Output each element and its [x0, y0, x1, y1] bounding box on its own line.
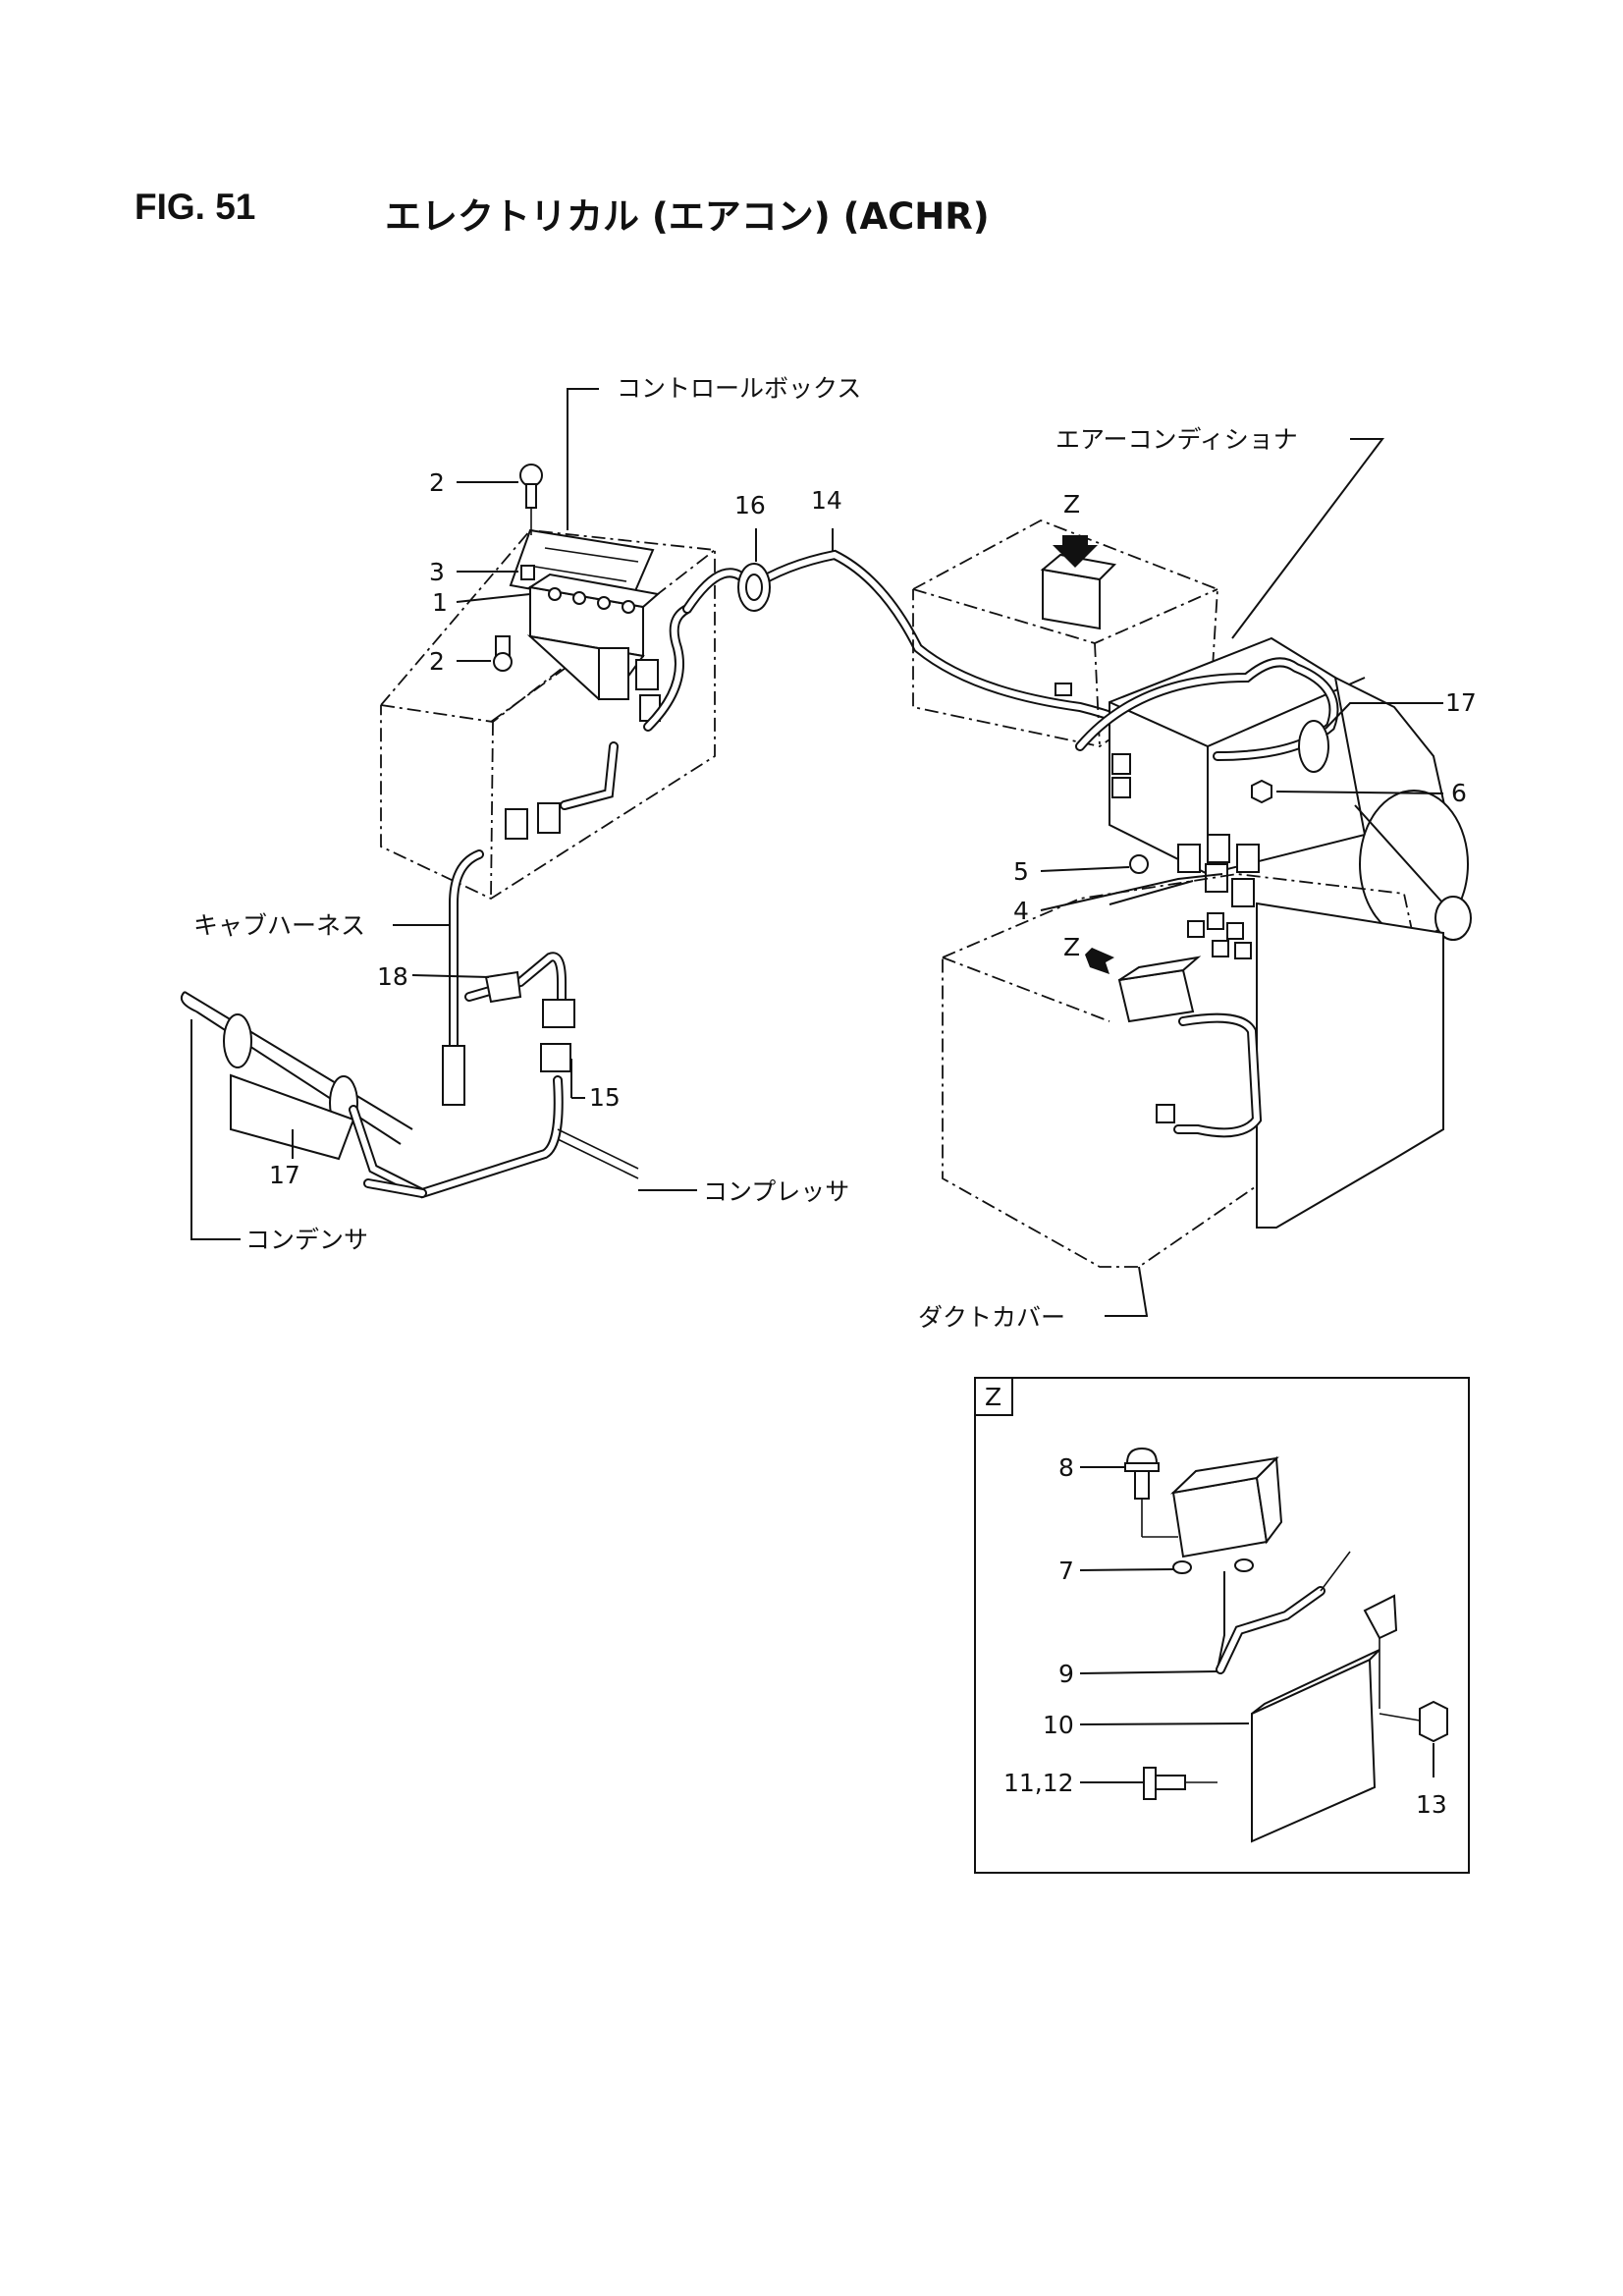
- cab-harness: [442, 849, 575, 1106]
- leader-lines: [292, 388, 1444, 1317]
- part-number-8: 8: [1058, 1453, 1074, 1482]
- part-number-11-12: 11,12: [1003, 1769, 1074, 1797]
- control-box-assembly: [380, 464, 716, 901]
- detail-view-label: Z: [985, 1383, 1001, 1411]
- view-marker-z-mid: Z: [1063, 933, 1080, 961]
- label-duct-cover: ダクトカバー: [918, 1303, 1065, 1332]
- part-number-16: 16: [734, 491, 766, 519]
- part-number-2-top: 2: [429, 468, 445, 497]
- part-number-5: 5: [1013, 857, 1029, 886]
- figure-number: FIG. 51: [135, 187, 256, 227]
- part-number-6: 6: [1451, 779, 1467, 807]
- part-number-17-left: 17: [269, 1161, 300, 1189]
- part-number-15: 15: [589, 1083, 621, 1112]
- part-number-2-bottom: 2: [429, 647, 445, 676]
- part-number-17-right: 17: [1445, 688, 1477, 717]
- view-marker-z-top: Z: [1063, 490, 1080, 519]
- callout-labels: コントロールボックス エアーコンディショナ キャブハーネス コンプレッサ コンデ…: [193, 374, 1477, 1332]
- harness-14: [682, 549, 1183, 751]
- air-conditioner-assembly: [912, 519, 1472, 1268]
- label-compressor: コンプレッサ: [703, 1177, 849, 1206]
- part-number-13: 13: [1416, 1790, 1447, 1819]
- condenser-assembly: [181, 991, 639, 1240]
- part-number-7: 7: [1058, 1557, 1074, 1585]
- detail-view-z: Z: [974, 1377, 1470, 1874]
- label-control-box: コントロールボックス: [617, 374, 861, 403]
- label-air-conditioner: エアーコンディショナ: [1055, 425, 1298, 454]
- part-number-14: 14: [811, 486, 842, 515]
- part-number-9: 9: [1058, 1660, 1074, 1688]
- label-cab-harness: キャブハーネス: [193, 911, 365, 940]
- figure-title: エレクトリカル (エアコン) (ACHR): [385, 195, 990, 238]
- part-number-10: 10: [1043, 1711, 1074, 1739]
- part-number-1: 1: [432, 588, 448, 617]
- part-number-3: 3: [429, 558, 445, 586]
- part-number-18: 18: [377, 962, 408, 991]
- label-condenser: コンデンサ: [245, 1226, 368, 1254]
- part-number-4: 4: [1013, 897, 1029, 925]
